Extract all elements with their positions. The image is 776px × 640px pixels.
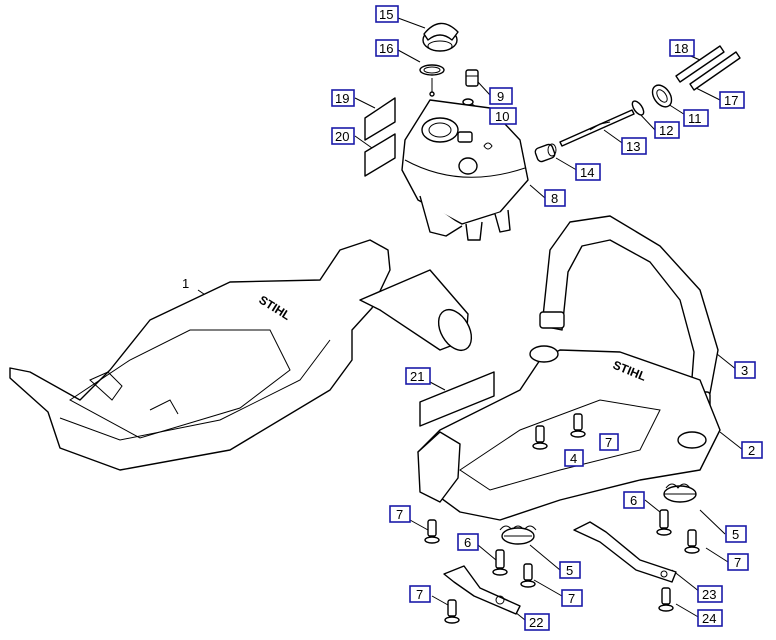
callout-labels: 15 16 9 10 19 20 8 18 17 11 12 13 14 3 2… <box>331 5 763 631</box>
fitting <box>462 69 479 106</box>
screw <box>444 599 460 624</box>
callout: 9 <box>497 89 504 104</box>
o-ring-cap <box>419 64 445 97</box>
callout: 2 <box>748 443 755 458</box>
callout: 24 <box>702 611 716 626</box>
screw <box>684 529 700 554</box>
callout: 5 <box>566 563 573 578</box>
callout: 8 <box>551 191 558 206</box>
callout: 4 <box>570 451 577 466</box>
bracket <box>573 521 677 583</box>
fuel-tank <box>401 99 529 241</box>
left-handle-housing: STIHL <box>9 239 473 471</box>
screw <box>532 425 548 450</box>
callout: 7 <box>416 587 423 602</box>
callout: 15 <box>379 7 393 22</box>
callout: 22 <box>529 615 543 630</box>
callout: 6 <box>630 493 637 508</box>
screw <box>570 413 586 438</box>
callout: 21 <box>410 369 424 384</box>
part-label-plain: 1 <box>182 276 189 291</box>
screw <box>520 563 536 588</box>
screw <box>424 519 440 544</box>
callout: 7 <box>396 507 403 522</box>
spring <box>499 525 537 545</box>
spring <box>663 483 697 503</box>
callout: 10 <box>495 109 509 124</box>
fuel-cap <box>422 22 459 52</box>
callout: 20 <box>335 129 349 144</box>
callout: 5 <box>732 527 739 542</box>
right-handle-housing: STIHL <box>417 345 721 521</box>
decals <box>364 97 396 177</box>
throttle-rod-assembly <box>534 45 741 163</box>
callout: 7 <box>568 591 575 606</box>
callout: 18 <box>674 41 688 56</box>
screw <box>656 509 672 536</box>
callout: 19 <box>335 91 349 106</box>
callout: 7 <box>605 435 612 450</box>
callout: 12 <box>659 123 673 138</box>
callout: 3 <box>741 363 748 378</box>
callout: 13 <box>626 139 640 154</box>
screw <box>492 549 508 576</box>
decal-plate <box>419 371 495 427</box>
callout: 14 <box>580 165 594 180</box>
bracket <box>443 565 521 615</box>
callout: 16 <box>379 41 393 56</box>
callout: 23 <box>702 587 716 602</box>
callout: 6 <box>464 535 471 550</box>
callout: 7 <box>734 555 741 570</box>
screw <box>658 587 674 612</box>
callout: 11 <box>688 111 702 126</box>
callout: 17 <box>724 93 738 108</box>
